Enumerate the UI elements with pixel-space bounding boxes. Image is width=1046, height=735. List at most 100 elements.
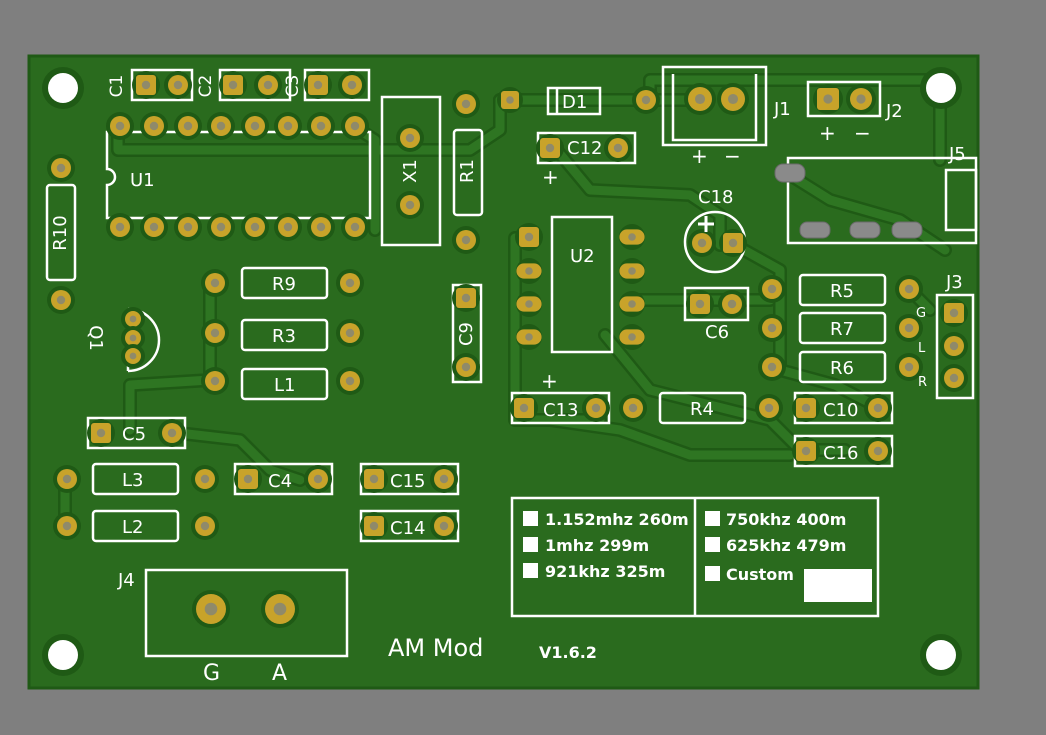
label-x1: X1 (400, 159, 421, 183)
label-r7: R7 (830, 319, 854, 340)
pad-hole (405, 200, 415, 210)
pad-hole (350, 222, 360, 232)
pad-hole (873, 403, 883, 413)
pad-hole (96, 428, 106, 438)
pad-hole (949, 341, 959, 351)
label-r10: R10 (50, 215, 71, 250)
freq-right-2: Custom (726, 565, 794, 584)
freq-left-2: 921khz 325m (545, 562, 665, 581)
label-d1: D1 (562, 92, 587, 113)
pad-hole (949, 308, 959, 318)
label-c1: C1 (107, 75, 127, 98)
label-j3-g: G (916, 306, 926, 321)
pad-hole (904, 362, 914, 372)
pad-hole (591, 403, 601, 413)
pad-hole (628, 233, 636, 241)
pad-hole (141, 80, 151, 90)
mounting-holes (42, 67, 962, 676)
label-c3: C3 (283, 75, 303, 98)
pad-hole (345, 328, 355, 338)
label-c2: C2 (196, 75, 216, 98)
label-c6: C6 (705, 322, 729, 343)
pad-hole (316, 222, 326, 232)
pad-hole (461, 235, 471, 245)
pad-hole (767, 323, 777, 333)
label-c18: C18 (698, 187, 733, 208)
label-u2: U2 (570, 246, 595, 267)
pad-hole (525, 300, 533, 308)
pad-hole (697, 238, 707, 248)
pad-hole (345, 278, 355, 288)
freq-left-1: 1mhz 299m (545, 536, 649, 555)
pad-hole (728, 238, 738, 248)
pad-hole (641, 95, 651, 105)
pad-hole (313, 474, 323, 484)
pad-hole (347, 80, 357, 90)
pad-hole (727, 93, 739, 105)
pad-hole (519, 403, 529, 413)
pad-hole (801, 403, 811, 413)
label-j1-plus: + (691, 144, 708, 168)
pad-hole (525, 267, 533, 275)
pad-hole (525, 333, 533, 341)
pad-hole (369, 474, 379, 484)
pad-hole (727, 299, 737, 309)
pad-hole (904, 323, 914, 333)
pad-hole (439, 521, 449, 531)
pad-hole (628, 403, 638, 413)
pad-hole (200, 474, 210, 484)
pad-hole (801, 446, 811, 456)
pad-hole (628, 267, 636, 275)
pad-hole (183, 121, 193, 131)
pad-hole (313, 80, 323, 90)
pad-hole (545, 143, 555, 153)
pad-hole (524, 232, 534, 242)
label-j4: J4 (117, 570, 135, 591)
label-c10: C10 (823, 400, 858, 421)
pad-hole (628, 333, 636, 341)
pad-hole (461, 362, 471, 372)
j5-smd-pads (774, 163, 923, 239)
pad-hole (506, 96, 514, 104)
pad-hole (62, 474, 72, 484)
label-l2: L2 (122, 517, 143, 538)
pad-hole (129, 334, 137, 342)
pad-hole (694, 93, 706, 105)
pad-hole (250, 121, 260, 131)
label-c12: C12 (567, 138, 602, 159)
pad-hole (873, 446, 883, 456)
pad-hole (767, 284, 777, 294)
pad-hole (115, 121, 125, 131)
label-j2-minus: − (854, 121, 871, 145)
pad-hole (173, 80, 183, 90)
pad-hole (695, 299, 705, 309)
pad-hole (216, 121, 226, 131)
pad-hole (904, 284, 914, 294)
pad-hole (204, 602, 218, 616)
label-j5: J5 (948, 144, 966, 165)
pad-hole (283, 222, 293, 232)
pad-hole (149, 121, 159, 131)
pad-hole (369, 521, 379, 531)
label-r4: R4 (690, 399, 714, 420)
label-c5: C5 (122, 424, 146, 445)
pad-hole (316, 121, 326, 131)
label-c13-plus: + (541, 369, 558, 393)
label-c13: C13 (543, 400, 578, 421)
label-j1-minus: − (724, 144, 741, 168)
pad-hole (183, 222, 193, 232)
label-antenna-g: G (203, 661, 220, 686)
label-c12-plus: + (542, 165, 559, 189)
label-l3: L3 (122, 470, 143, 491)
label-u1: U1 (130, 170, 155, 191)
label-c14: C14 (390, 518, 425, 539)
pad-hole (115, 222, 125, 232)
label-q1: Q1 (85, 325, 106, 351)
pad-hole (263, 80, 273, 90)
pad-hole (210, 328, 220, 338)
label-c16: C16 (823, 443, 858, 464)
pad-hole (764, 403, 774, 413)
pad-hole (129, 352, 137, 360)
label-j3-l: L (918, 341, 926, 356)
copper-pads (47, 71, 968, 628)
